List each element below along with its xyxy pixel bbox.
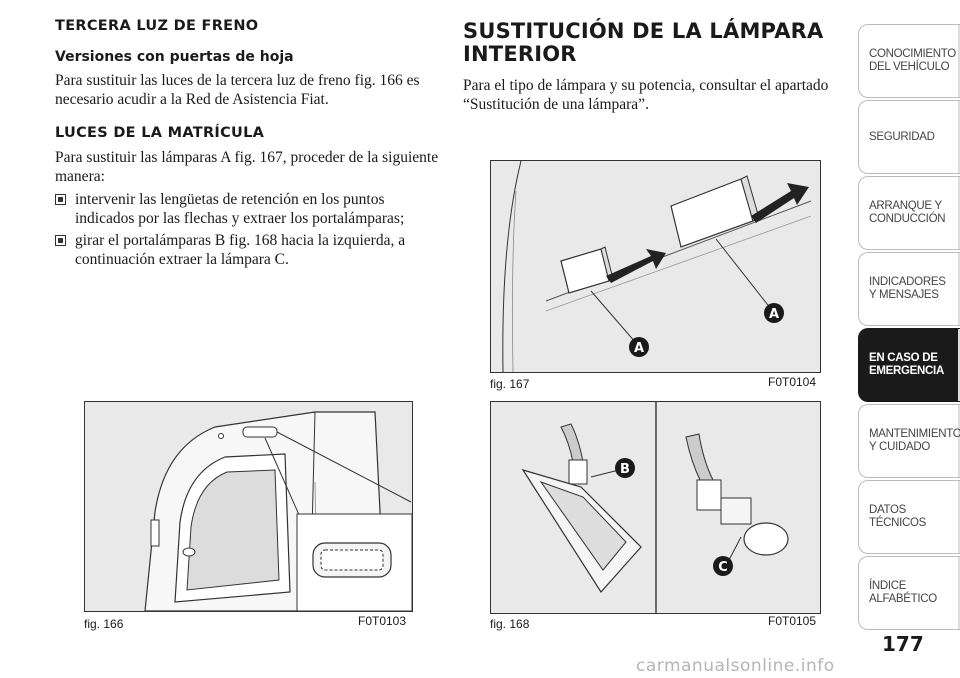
tab-mantenimiento[interactable]: MANTENIMIENTO Y CUIDADO [858,404,960,478]
right-column: SUSTITUCIÓN DE LA LÁMPARA INTERIOR Para … [463,20,833,114]
lamp-holder-illustration: B C [491,402,820,613]
figure-168-caption: fig. 168 [490,617,530,631]
left-column: TERCERA LUZ DE FRENO Versiones con puert… [55,18,440,272]
figure-167-caption: fig. 167 [490,377,530,391]
section-title-interior-lamp: SUSTITUCIÓN DE LA LÁMPARA INTERIOR [463,19,824,66]
list-item: girar el portalámparas B fig. 168 hacia … [55,231,440,269]
tab-indicadores[interactable]: INDICADORES Y MENSAJES [858,252,960,326]
label-b: B [620,462,630,477]
figure-168-code: F0T0105 [768,614,817,628]
figure-167-image: A A [490,160,821,373]
figure-166-code: F0T0103 [358,614,407,628]
label-a-upper: A [769,307,779,322]
bullet-icon [55,194,66,205]
steps-list: intervenir las lengüetas de retención en… [55,190,440,269]
subsection-title: Versiones con puertas de hoja [55,49,294,65]
page-number: 177 [882,632,924,656]
figure-166-caption: fig. 166 [84,617,124,631]
tab-conocimiento[interactable]: CONOCIMIENTO DEL VEHÍCULO [858,24,960,98]
section-title-license-lights: LUCES DE LA MATRÍCULA [55,125,265,141]
label-c: C [718,560,728,575]
label-a-lower: A [634,341,644,356]
tab-seguridad[interactable]: SEGURIDAD [858,100,960,174]
paragraph-interior-lamp: Para el tipo de lámpara y su potencia, c… [463,77,829,113]
tab-arranque[interactable]: ARRANQUE Y CONDUCCIÓN [858,176,960,250]
paragraph-third-brake-light: Para sustituir las luces de la tercera l… [55,72,420,108]
figure-167-code: F0T0104 [768,375,817,389]
paragraph-license-lights: Para sustituir las lámparas A fig. 167, … [55,149,439,185]
watermark: carmanualsonline.info [636,656,835,676]
tab-datos-tecnicos[interactable]: DATOS TÉCNICOS [858,480,960,554]
license-lights-illustration: A A [491,161,820,372]
list-item: intervenir las lengüetas de retención en… [55,190,440,228]
tab-indice[interactable]: ÍNDICE ALFABÉTICO [858,556,960,630]
figure-166-image [84,401,413,612]
section-title-third-brake-light: TERCERA LUZ DE FRENO [55,18,259,34]
figure-168-image: B C [490,401,821,614]
tab-emergencia[interactable]: EN CASO DE EMERGENCIA [858,328,960,402]
van-rear-illustration [85,402,412,611]
bullet-icon [55,235,66,246]
